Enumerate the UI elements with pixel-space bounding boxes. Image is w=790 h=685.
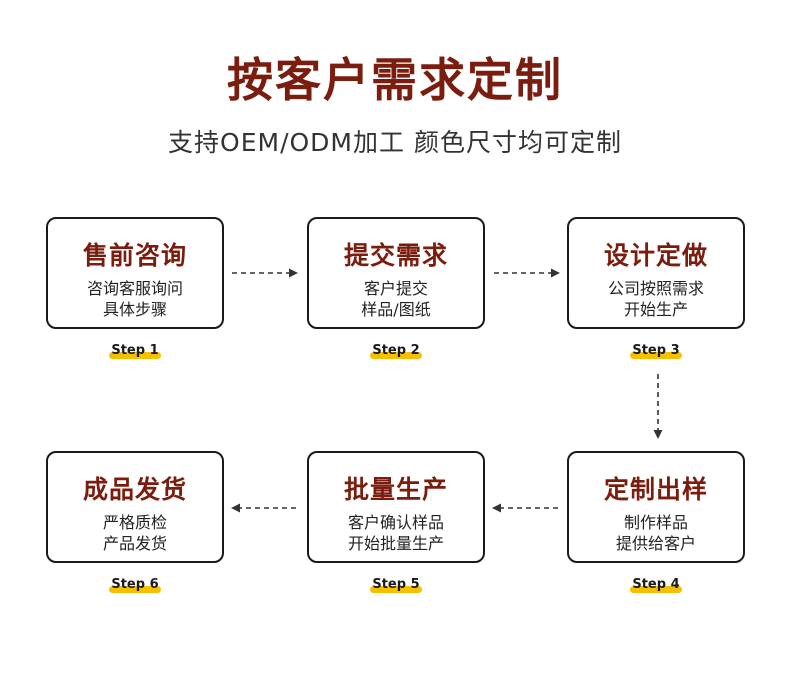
step-6-desc-line2: 产品发货 <box>102 534 167 553</box>
step-5-desc-line2: 开始批量生产 <box>347 534 444 553</box>
arrowhead-2 <box>551 268 560 278</box>
arrowhead-5 <box>231 503 240 513</box>
step-6-box: 成品发货 严格质检 产品发货 <box>46 451 224 563</box>
step-3-label: Step 3 <box>626 343 686 359</box>
step-1-desc-line2: 具体步骤 <box>102 300 167 319</box>
step-2-label-text: Step 2 <box>372 343 420 358</box>
step-3-box: 设计定做 公司按照需求 开始生产 <box>567 217 745 329</box>
step-5-label-text: Step 5 <box>372 577 420 592</box>
step-3-desc: 公司按照需求 开始生产 <box>569 278 743 320</box>
step-6-desc-line1: 严格质检 <box>102 513 167 532</box>
step-5-title: 批量生产 <box>343 475 448 504</box>
step-6-desc: 严格质检 产品发货 <box>48 512 222 554</box>
step-1-title: 售前咨询 <box>82 241 187 270</box>
step-1-label-text: Step 1 <box>111 343 159 358</box>
step-1-label: Step 1 <box>105 343 165 359</box>
step-2-desc-line2: 样品/图纸 <box>361 300 431 319</box>
step-4-desc-line1: 制作样品 <box>623 513 688 532</box>
step-5-box: 批量生产 客户确认样品 开始批量生产 <box>307 451 485 563</box>
step-2-desc: 客户提交 样品/图纸 <box>309 278 483 320</box>
step-3-title: 设计定做 <box>603 241 708 270</box>
step-3-label-text: Step 3 <box>632 343 680 358</box>
step-5-label: Step 5 <box>366 577 426 593</box>
step-4-label: Step 4 <box>626 577 686 593</box>
step-6-label: Step 6 <box>105 577 165 593</box>
step-3-desc-line2: 开始生产 <box>623 300 688 319</box>
step-1-desc: 咨询客服询问 具体步骤 <box>48 278 222 320</box>
step-2-title: 提交需求 <box>343 241 448 270</box>
step-1-desc-line1: 咨询客服询问 <box>86 279 183 298</box>
step-6-title: 成品发货 <box>82 475 187 504</box>
arrowhead-3 <box>653 430 663 439</box>
arrowhead-1 <box>289 268 298 278</box>
step-6-label-text: Step 6 <box>111 577 159 592</box>
step-3-desc-line1: 公司按照需求 <box>607 279 704 298</box>
page-subtitle: 支持OEM/ODM加工 颜色尺寸均可定制 <box>168 128 622 157</box>
step-2-label: Step 2 <box>366 343 426 359</box>
step-5-desc-line1: 客户确认样品 <box>347 513 444 532</box>
step-4-title: 定制出样 <box>603 475 708 504</box>
step-4-box: 定制出样 制作样品 提供给客户 <box>567 451 745 563</box>
step-4-desc: 制作样品 提供给客户 <box>569 512 743 554</box>
step-4-desc-line2: 提供给客户 <box>615 534 696 553</box>
step-5-desc: 客户确认样品 开始批量生产 <box>309 512 483 554</box>
step-1-box: 售前咨询 咨询客服询问 具体步骤 <box>46 217 224 329</box>
step-2-desc-line1: 客户提交 <box>363 279 428 298</box>
arrowhead-4 <box>492 503 501 513</box>
step-2-box: 提交需求 客户提交 样品/图纸 <box>307 217 485 329</box>
step-4-label-text: Step 4 <box>632 577 680 592</box>
page-title: 按客户需求定制 <box>227 53 563 107</box>
